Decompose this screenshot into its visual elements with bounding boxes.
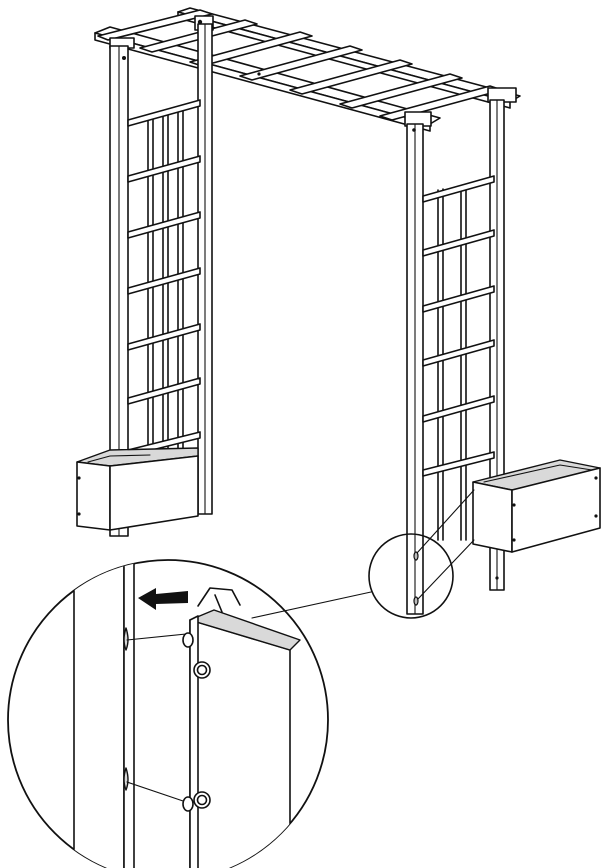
canopy-slats (97, 9, 503, 121)
left-trellis-panel (127, 99, 201, 457)
detail-callout-circle (251, 533, 454, 619)
left-planter-box (76, 447, 199, 531)
right-planter-box (416, 459, 601, 601)
right-post-front (406, 123, 424, 615)
right-trellis-panel (422, 175, 495, 541)
left-trellis-rungs (127, 99, 201, 457)
arrow-left-icon (138, 588, 188, 610)
right-trellis-rungs (422, 175, 495, 477)
left-post-front (109, 45, 129, 537)
detail-magnified-view (7, 559, 329, 868)
